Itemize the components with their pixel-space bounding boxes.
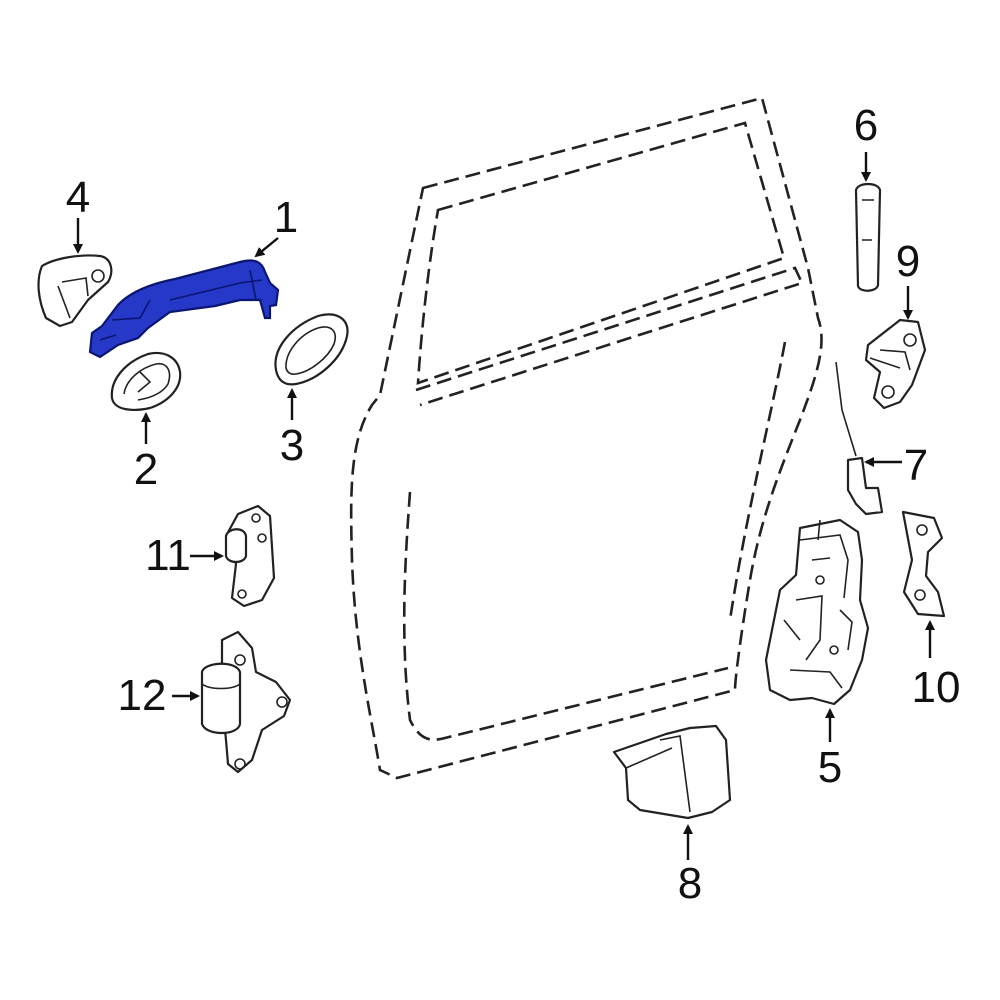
- callout-1: 1: [274, 193, 298, 242]
- handle-gasket-rear[interactable]: [274, 313, 349, 386]
- callout-9: 9: [896, 237, 920, 286]
- callout-6: 6: [854, 101, 878, 150]
- door-striker[interactable]: [864, 318, 927, 410]
- lower-door-hinge[interactable]: [200, 630, 292, 774]
- callout-8: 8: [678, 859, 702, 908]
- handle-cap[interactable]: [37, 254, 113, 328]
- upper-door-hinge[interactable]: [224, 504, 276, 608]
- outer-door-handle[interactable]: [88, 259, 280, 359]
- lock-cylinder-cover[interactable]: [854, 182, 882, 292]
- leader-lines: [73, 152, 935, 860]
- callout-4: 4: [66, 173, 90, 222]
- latch-cover[interactable]: [612, 724, 732, 820]
- callout-3: 3: [280, 421, 304, 470]
- callout-5: 5: [818, 743, 842, 792]
- callout-12: 12: [118, 671, 167, 720]
- latch-bracket[interactable]: [901, 510, 946, 618]
- callout-labels: 1 2 3 4 5 6 7 8 9 10 11 12: [66, 101, 961, 908]
- callout-7: 7: [904, 441, 928, 490]
- door-outline: [349, 96, 823, 780]
- door-latch-assembly[interactable]: [764, 518, 870, 706]
- callout-10: 10: [912, 663, 961, 712]
- callout-11: 11: [145, 531, 191, 580]
- callout-2: 2: [134, 445, 158, 494]
- handle-gasket-front[interactable]: [110, 351, 182, 411]
- lock-rod[interactable]: [835, 361, 884, 516]
